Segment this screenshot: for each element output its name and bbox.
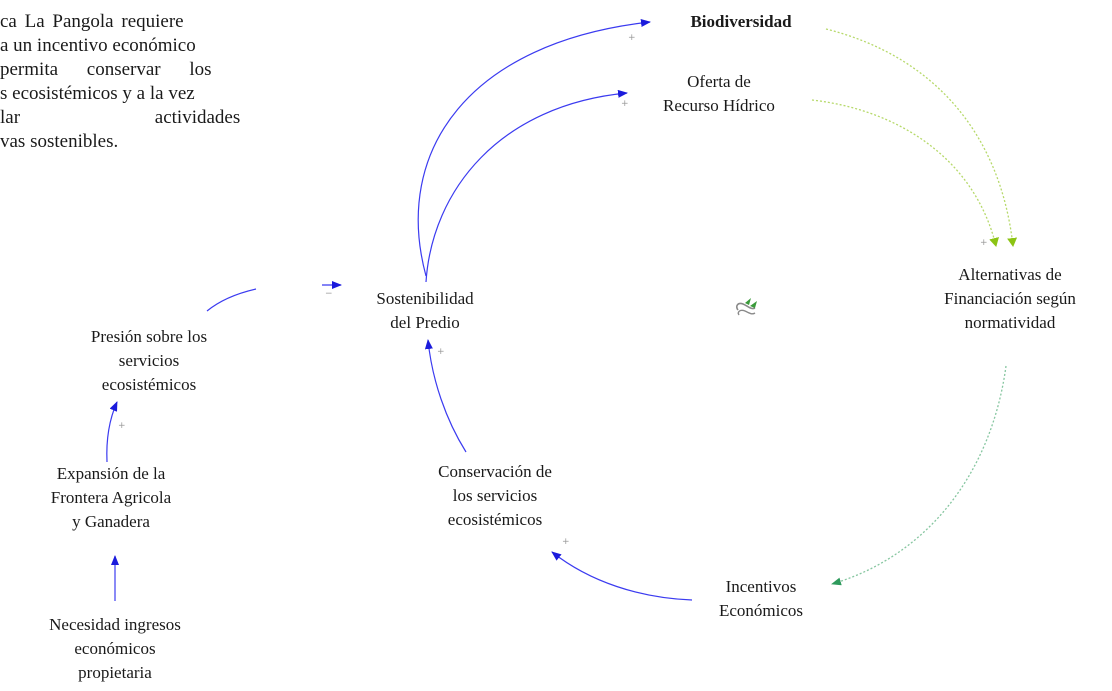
paragraph-line: lar actividades <box>0 107 241 128</box>
node-label: Incentivos <box>725 577 797 596</box>
node-label: Conservación de <box>438 462 552 481</box>
paragraph-line: a un incentivo económico <box>0 35 196 56</box>
link-expansion-presion <box>106 401 118 463</box>
node-alternativas-financiacion: Alternativas de Financiación según norma… <box>912 263 1108 335</box>
link-sostenibilidad-biodiversidad <box>417 19 651 277</box>
node-conservacion-servicios: Conservación de los servicios ecosistémi… <box>405 460 585 532</box>
node-label: del Predio <box>390 313 460 332</box>
node-label: Oferta de <box>687 72 751 91</box>
paragraph-line: s ecosistémicos y a la vez <box>0 83 195 104</box>
paragraph-line: permita conservar los <box>0 59 212 80</box>
node-incentivos-economicos: Incentivos Económicos <box>686 575 836 623</box>
link-alternativas-incentivos <box>831 365 1007 586</box>
context-paragraph: ca La Pangola requiere a un incentivo ec… <box>0 10 322 154</box>
polarity-oferta: + <box>621 99 629 109</box>
polarity-biodiversidad: + <box>628 33 636 43</box>
polarity-presion: + <box>118 421 126 431</box>
node-label: Presión sobre los <box>90 327 208 346</box>
node-necesidad-ingresos: Necesidad ingresos económicos propietari… <box>20 613 210 685</box>
link-oferta-alternativas <box>811 99 999 247</box>
node-label: Biodiversidad <box>690 12 792 31</box>
paragraph-line: vas sostenibles. <box>0 131 119 152</box>
loop-icon <box>736 298 757 316</box>
node-expansion-frontera: Expansión de la Frontera Agricola y Gana… <box>16 462 206 534</box>
polarity-conservacion: + <box>562 537 570 547</box>
node-label: Financiación según <box>944 289 1076 308</box>
node-label: Recurso Hídrico <box>663 96 775 115</box>
node-label: Frontera Agricola <box>50 488 172 507</box>
node-label: Económicos <box>718 601 804 620</box>
node-label: normatividad <box>964 313 1056 332</box>
node-label: Necesidad ingresos <box>49 615 181 634</box>
node-label: Expansión de la <box>56 464 166 483</box>
node-sostenibilidad-predio: Sostenibilidad del Predio <box>340 287 510 335</box>
paragraph-line: ca La Pangola requiere <box>0 11 184 32</box>
node-oferta-recurso-hidrico: Oferta de Recurso Hídrico <box>631 70 807 118</box>
link-presion-sostenibilidad-segment <box>206 288 257 312</box>
node-biodiversidad: Biodiversidad <box>646 10 836 34</box>
link-conservacion-sostenibilidad <box>424 339 467 453</box>
polarity-alternativas: + <box>980 238 988 248</box>
node-label: Alternativas de <box>958 265 1062 284</box>
link-incentivos-conservacion <box>551 551 693 601</box>
node-label: y Ganadera <box>72 512 150 531</box>
node-label: ecosistémicos <box>101 375 197 394</box>
node-label: económicos <box>74 639 156 658</box>
node-label: propietaria <box>78 663 152 682</box>
link-biodiversidad-alternativas <box>825 28 1018 247</box>
polarity-sostenibilidad-plus: + <box>437 347 445 357</box>
polarity-sostenibilidad-minus: − <box>325 289 333 299</box>
node-label: ecosistémicos <box>447 510 543 529</box>
node-label: servicios <box>118 351 180 370</box>
link-sostenibilidad-oferta <box>425 89 628 283</box>
node-presion-servicios: Presión sobre los servicios ecosistémico… <box>54 325 244 397</box>
node-label: Sostenibilidad <box>376 289 474 308</box>
node-label: los servicios <box>452 486 538 505</box>
